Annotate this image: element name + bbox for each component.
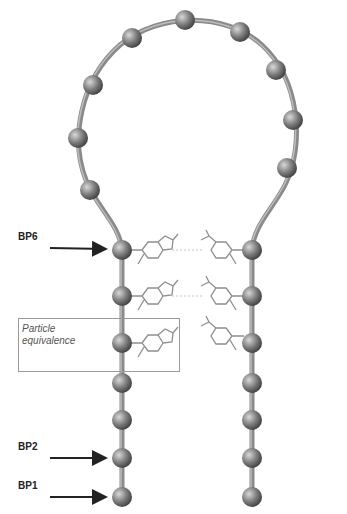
backbone-highlight (78, 20, 296, 500)
dashed-region-box: Particle equivalence (18, 318, 180, 372)
base-pair-label: BP6 (18, 231, 37, 242)
base-pair-bonds (172, 250, 204, 296)
base-pair-label: BP1 (18, 480, 37, 491)
backbone (79, 20, 297, 500)
particles (68, 10, 303, 507)
region-caption: Particle equivalence (19, 319, 103, 351)
base-pair-label: BP2 (18, 441, 37, 452)
pointer-arrows (50, 248, 106, 497)
nucleotide-bases (130, 230, 244, 357)
